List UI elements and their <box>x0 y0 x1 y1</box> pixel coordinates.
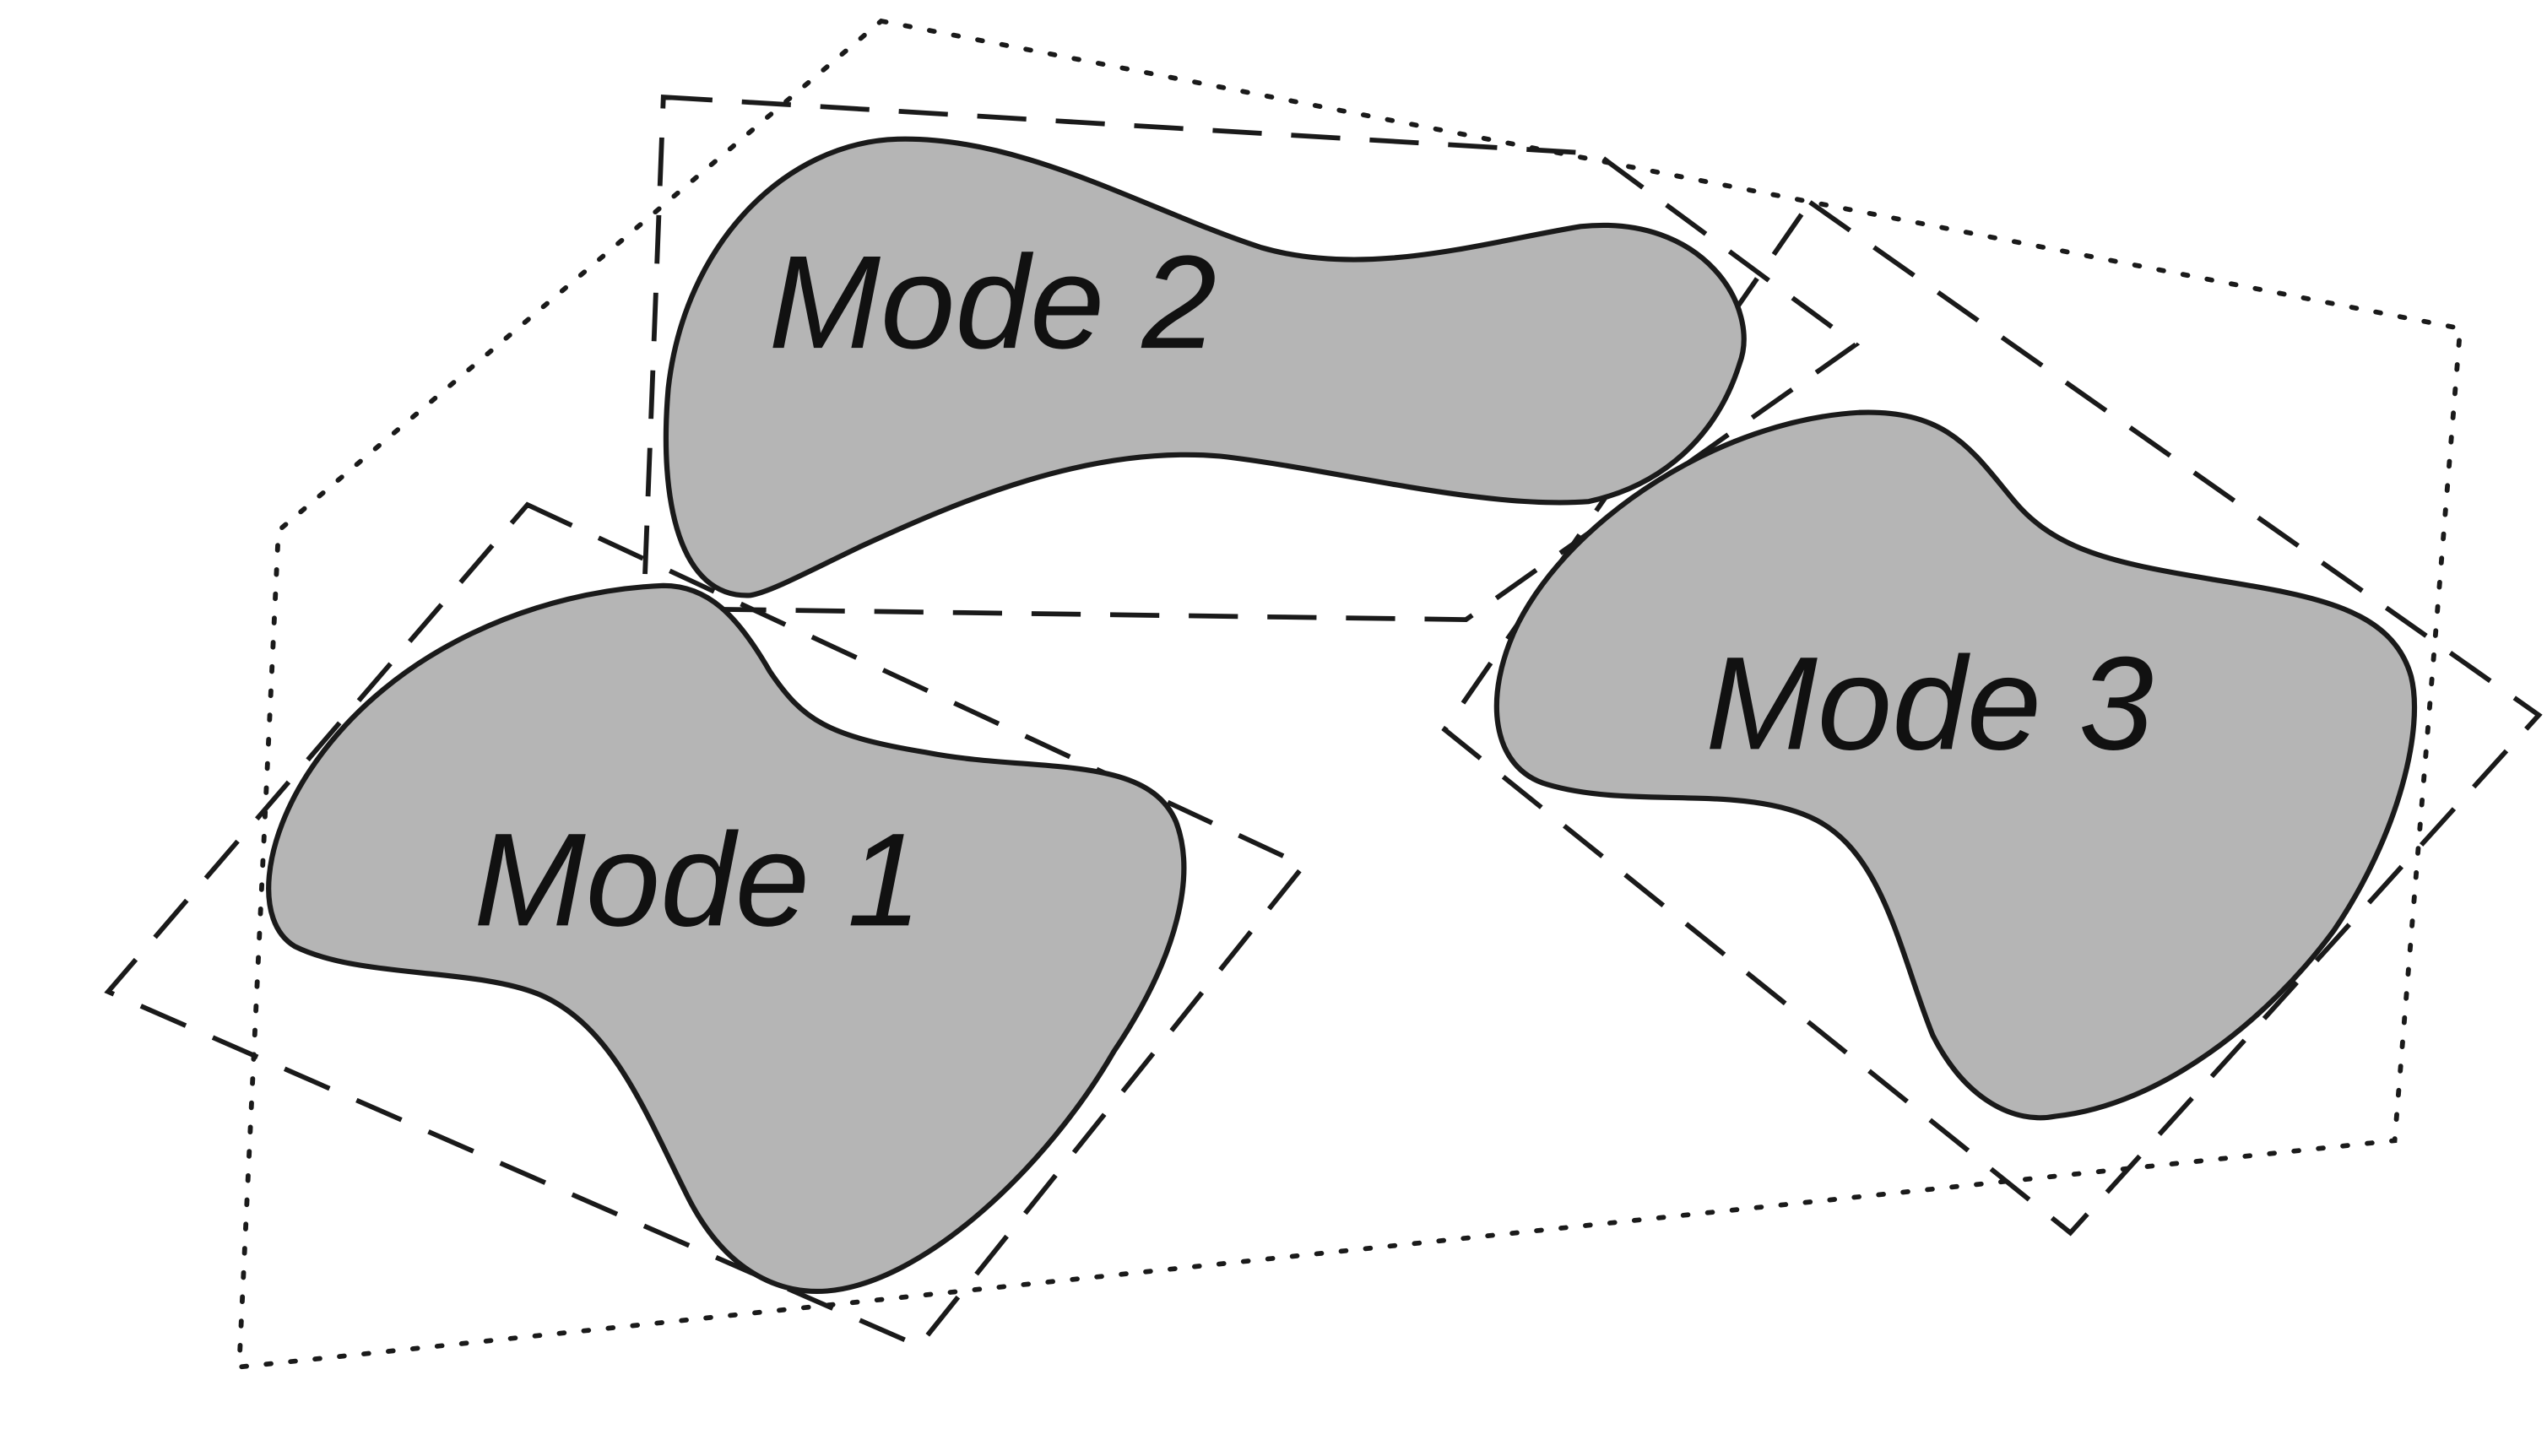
mode-2-label: Mode 2 <box>768 228 1217 376</box>
mode-1-label: Mode 1 <box>474 805 922 954</box>
mode-2-region <box>663 136 1747 598</box>
mode-1-region <box>266 582 1187 1295</box>
global-dotted-hull <box>236 18 2463 1370</box>
mode-1-dashed-box <box>104 501 1308 1350</box>
mode-3-label: Mode 3 <box>1705 629 2154 777</box>
mode-3-region <box>1493 409 2418 1121</box>
